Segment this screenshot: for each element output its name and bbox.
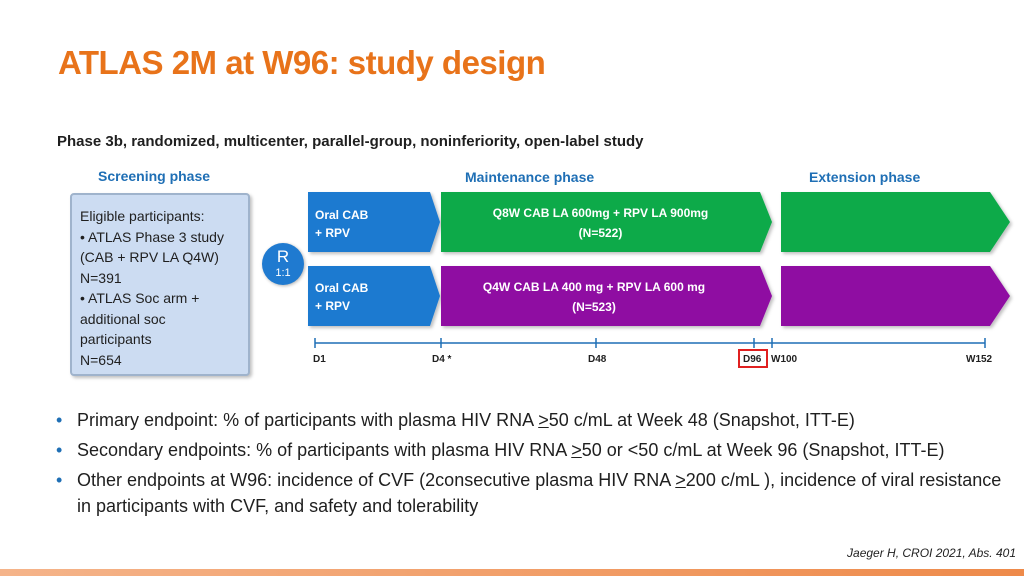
endpoint-item: • Primary endpoint: % of participants wi… [56,407,1016,433]
randomization-symbol: R [276,247,290,266]
eligibility-line: N=654 [80,351,122,368]
arm1-maintenance-arrow [441,192,772,252]
timeline-label-d96: D96 [743,354,762,365]
screening-phase-label: Screening phase [98,168,211,184]
arm2-oral-arrow [308,266,440,326]
eligibility-line: N=391 [80,269,122,286]
study-subtitle: Phase 3b, randomized, multicenter, paral… [57,133,644,150]
d96-highlight-box [738,349,768,368]
arm2-oral-label: Oral CAB + RPV [315,279,368,315]
extension-phase-label: Extension phase [809,169,921,185]
arm1-regimen-label: Q8W CAB LA 600mg + RPV LA 900mg (N=522) [441,203,760,243]
arm1-oral-arrow [308,192,440,252]
timeline-label-d4: D4 * [432,354,452,365]
arm-arrows [308,192,1010,348]
eligibility-line: • ATLAS Soc arm + [80,290,200,306]
bullet-icon: • [56,410,63,430]
arm2-maintenance-arrow [441,266,772,326]
arm1-oral-label: Oral CAB + RPV [315,206,368,242]
eligibility-line: participants [80,331,152,347]
arm2-oral-line1: Oral CAB [315,281,369,295]
endpoint-item: • Secondary endpoints: % of participants… [56,437,1016,463]
bullet-icon: • [56,470,63,490]
bullet-icon: • [56,440,63,460]
endpoint-text: Other endpoints at W96: incidence of CVF… [77,470,1002,516]
endpoint-text: Secondary endpoints: % of participants w… [77,440,945,460]
citation: Jaeger H, CROI 2021, Abs. 401 [847,546,1016,560]
randomization-circle: R 1:1 [262,243,304,285]
endpoint-text: Primary endpoint: % of participants with… [77,410,855,430]
eligibility-line: additional soc [80,310,166,327]
eligibility-line: (CAB + RPV LA Q4W) [80,249,219,265]
timeline-label-w100: W100 [771,354,798,365]
arm2-regimen: Q4W CAB LA 400 mg + RPV LA 600 mg [482,280,706,294]
arm1-oral-line1: Oral CAB [315,208,369,222]
page-title: ATLAS 2M at W96: study design [58,44,546,81]
eligibility-box: Eligible participants: • ATLAS Phase 3 s… [70,193,250,376]
endpoint-item: • Other endpoints at W96: incidence of C… [56,467,1016,519]
randomization-ratio: 1:1 [275,267,291,279]
timeline-label-d48: D48 [588,354,607,365]
bottom-accent-bar [0,569,1024,576]
arm2-regimen-label: Q4W CAB LA 400 mg + RPV LA 600 mg (N=523… [441,277,747,317]
timeline-label-w152: W152 [966,354,993,365]
arm1-oral-line2: + RPV [315,226,351,240]
eligibility-line: Eligible participants: [80,208,205,224]
endpoints-list: • Primary endpoint: % of participants wi… [56,407,1016,523]
maintenance-phase-label: Maintenance phase [465,169,595,185]
arm2-oral-line2: + RPV [315,299,351,313]
arm1-regimen: Q8W CAB LA 600mg + RPV LA 900mg [492,206,709,220]
timeline-label-d1: D1 [313,354,326,365]
arm1-n: (N=522) [578,226,623,240]
arm2-extension-arrow [781,266,1010,326]
arm1-extension-arrow [781,192,1010,252]
eligibility-line: • ATLAS Phase 3 study [80,228,224,245]
arm2-n: (N=523) [572,300,616,314]
